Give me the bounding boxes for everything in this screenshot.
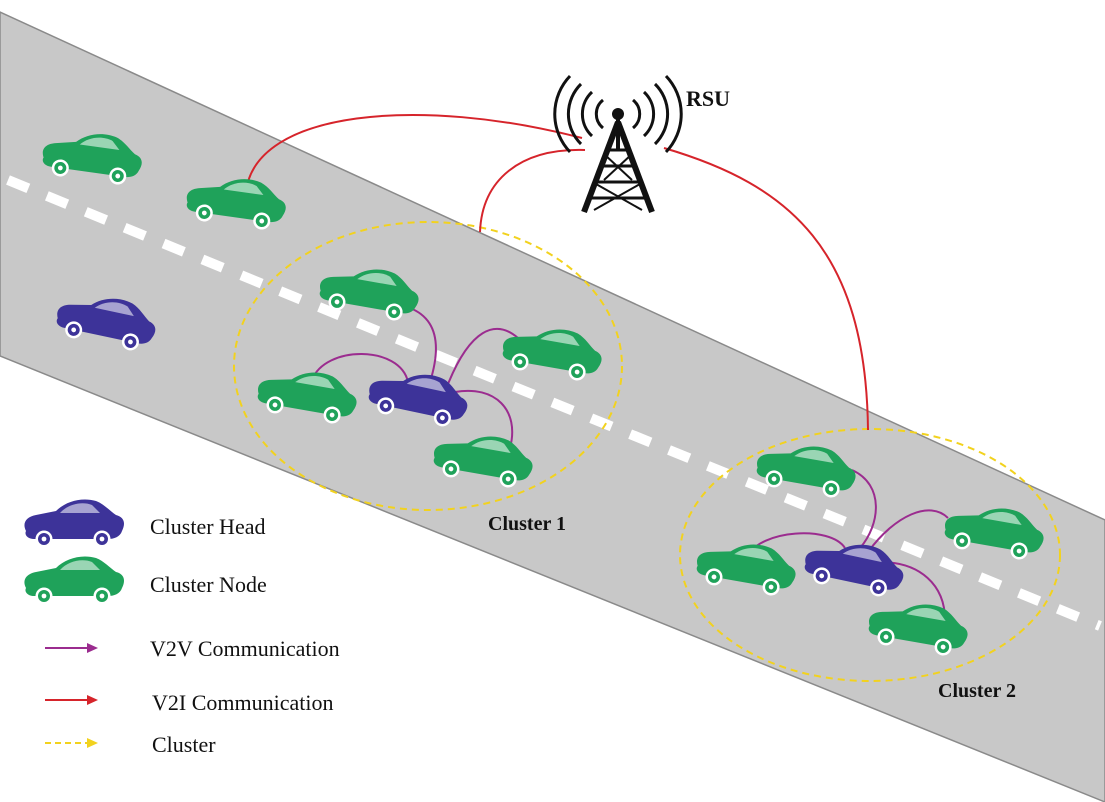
lane-marking xyxy=(6,175,1102,631)
v2i-link-cluster1-to-rsu xyxy=(479,148,586,233)
v2i-link-car-to-rsu xyxy=(245,114,583,193)
rsu-label: RSU xyxy=(686,86,730,111)
radio-tower-icon xyxy=(553,74,683,214)
v2i-link-cluster2-to-rsu xyxy=(663,147,869,431)
legend-v2i-arrow xyxy=(45,695,98,705)
legend-cluster: Cluster xyxy=(152,732,216,757)
v2i-links xyxy=(245,114,869,431)
legend-cluster-arrow xyxy=(45,738,98,748)
legend-v2v-arrow xyxy=(45,643,98,653)
cluster-1-boundary xyxy=(233,221,623,511)
cluster-1-label: Cluster 1 xyxy=(488,513,566,535)
cluster-2-label: Cluster 2 xyxy=(938,680,1016,702)
legend-cluster-node: Cluster Node xyxy=(150,572,267,597)
legend-cluster-head: Cluster Head xyxy=(150,514,265,539)
legend-cluster-head-icon xyxy=(24,499,124,548)
legend: Cluster Head Cluster Node V2V Communicat… xyxy=(24,499,340,757)
legend-v2i: V2I Communication xyxy=(152,690,333,715)
legend-v2v: V2V Communication xyxy=(150,636,340,661)
legend-cluster-node-icon xyxy=(24,556,124,605)
cluster-2-boundary xyxy=(679,428,1061,682)
